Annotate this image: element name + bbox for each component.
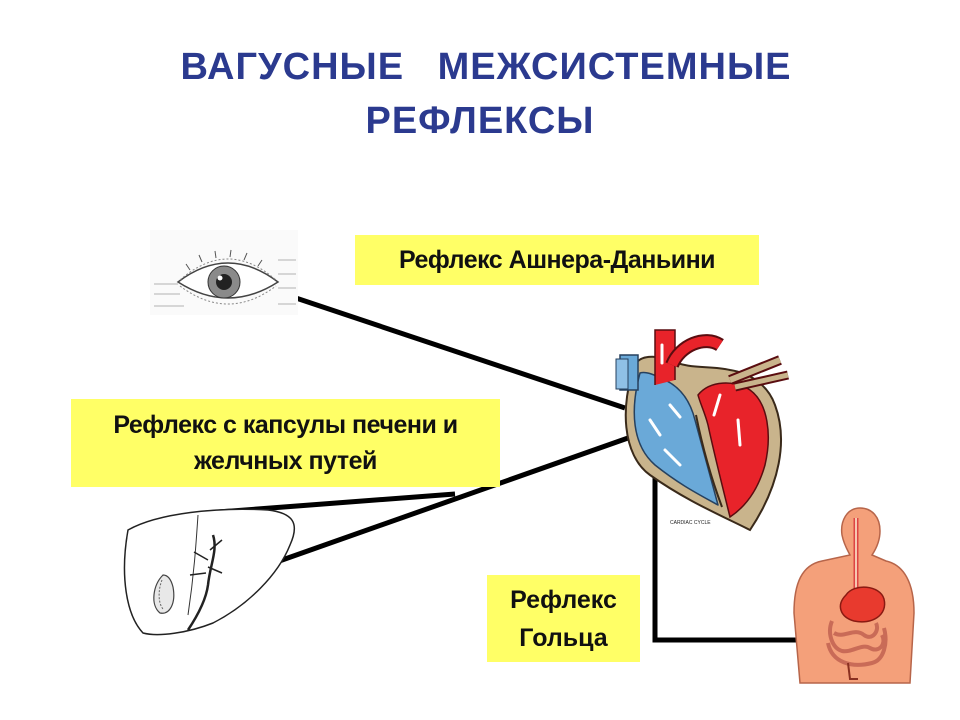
goltz-reflex-line-1: Рефлекс <box>510 586 617 614</box>
ashner-dagnini-reflex-label: Рефлекс Ашнера-Даньини <box>355 235 759 285</box>
title-line-1: ВАГУСНЫЕ МЕЖСИСТЕМНЫЕ <box>180 46 792 88</box>
torso-digestive-icon <box>793 507 915 684</box>
eye-icon <box>150 230 298 315</box>
heart-icon: CARDIAC CYCLE <box>615 329 789 532</box>
liver-heart-connector <box>267 435 629 568</box>
liver-reflex-line-1: Рефлекс с капсулы печени и <box>113 411 458 439</box>
goltz-reflex-line-2: Гольца <box>519 624 608 652</box>
heart-gut-connector <box>652 475 812 643</box>
connector-lines <box>204 279 812 643</box>
heart-caption: CARDIAC CYCLE <box>670 520 711 526</box>
title-line-2: РЕФЛЕКСЫ <box>365 100 595 142</box>
liver-icon <box>123 508 296 636</box>
liver-reflex-line-2: желчных путей <box>194 447 377 475</box>
eye-heart-connector <box>247 279 626 411</box>
ashner-dagnini-reflex-text: Рефлекс Ашнера-Даньини <box>398 246 716 274</box>
page-title: ВАГУСНЫЕ МЕЖСИСТЕМНЫЕ РЕФЛЕКСЫ <box>0 40 960 148</box>
goltz-reflex-label: Рефлекс Гольца <box>487 575 640 662</box>
liver-capsule-reflex-label: Рефлекс с капсулы печени и желчных путей <box>71 399 500 487</box>
